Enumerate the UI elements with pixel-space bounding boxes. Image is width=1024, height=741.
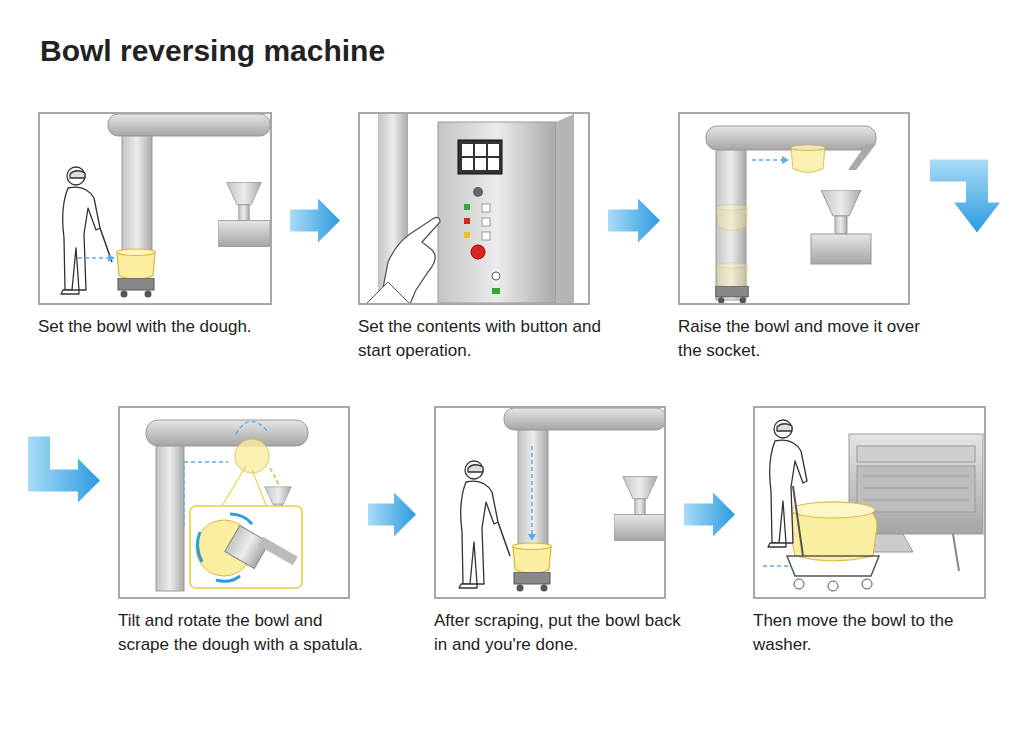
panel-frame <box>678 112 910 305</box>
step-panel: Then move the bowl to the washer. <box>753 406 986 657</box>
illustration <box>753 406 986 599</box>
illustration <box>38 112 272 305</box>
step-panel: After scraping, put the bowl back in and… <box>434 406 666 657</box>
illustration <box>358 112 590 305</box>
step-caption: Tilt and rotate the bowl and scrape the … <box>118 609 370 657</box>
panel-frame <box>434 406 666 599</box>
step-panel: Tilt and rotate the bowl and scrape the … <box>118 406 350 657</box>
step-caption: Raise the bowl and move it over the sock… <box>678 315 930 363</box>
flow-arrow <box>368 493 416 537</box>
step-panel: Set the bowl with the dough. <box>38 112 272 339</box>
panel-frame <box>753 406 986 599</box>
illustration <box>118 406 350 599</box>
illustration <box>678 112 910 305</box>
flow-arrow <box>28 160 1000 503</box>
flow-arrow <box>290 199 340 243</box>
step-panel: Set the contents with button and start o… <box>358 112 590 363</box>
flow-arrow <box>684 493 735 537</box>
illustration <box>434 406 666 599</box>
step-caption: After scraping, put the bowl back in and… <box>434 609 686 657</box>
step-caption: Set the contents with button and start o… <box>358 315 610 363</box>
panel-frame <box>38 112 272 305</box>
step-panel: Raise the bowl and move it over the sock… <box>678 112 910 363</box>
panel-frame <box>118 406 350 599</box>
step-caption: Then move the bowl to the washer. <box>753 609 1005 657</box>
panel-frame <box>358 112 590 305</box>
step-caption: Set the bowl with the dough. <box>38 315 290 339</box>
flow-arrow <box>608 199 660 243</box>
title: Bowl reversing machine <box>40 34 385 68</box>
